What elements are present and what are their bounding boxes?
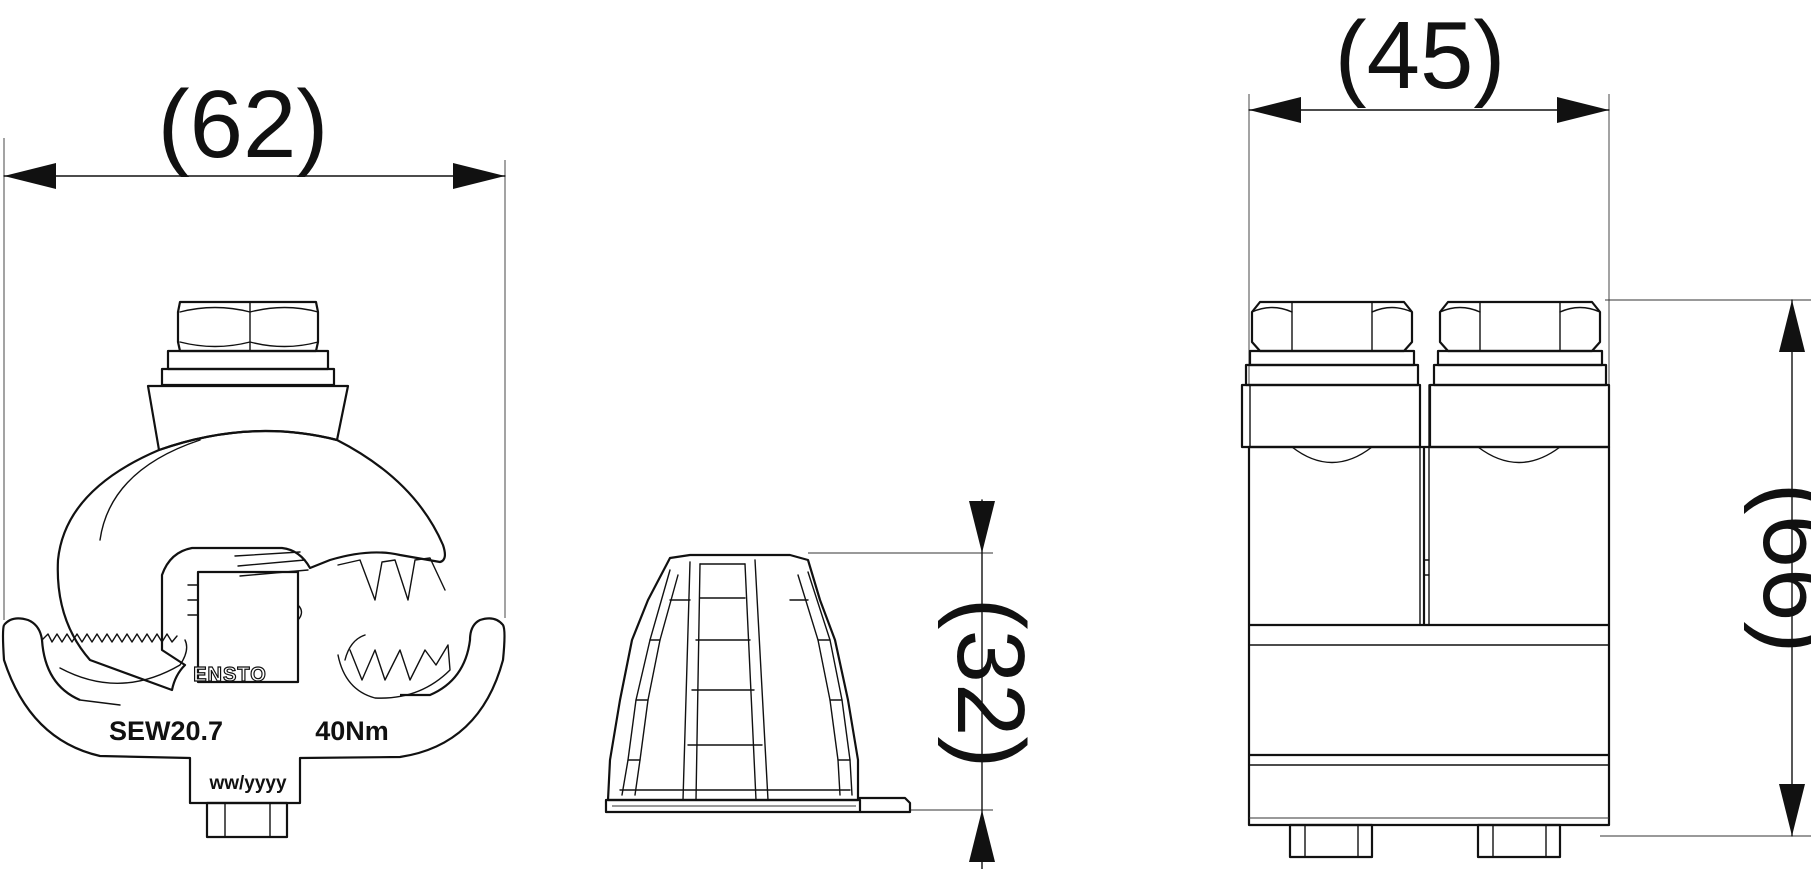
date-code-label: ww/yyyy [208,773,287,794]
teeth-upper [338,558,445,600]
washer-lower [162,369,334,385]
dimension-label-height-end: (66) [1743,483,1811,654]
hex-nut-left [1252,302,1412,351]
c-clamp-body [58,431,445,690]
dimension-label-width-end: (45) [1335,2,1506,109]
brand-label: ENSTO [193,664,267,686]
base-plate [3,618,505,803]
teeth-lower [338,645,450,698]
front-view: (62) [3,71,505,837]
inner-slot [198,572,298,682]
base-tab [858,798,910,812]
dimension-height-end: (66) [1600,300,1811,836]
hex-nut [178,302,318,351]
torque-label: 40Nm [315,716,389,746]
hex-nut-right [1440,302,1600,351]
model-label: SEW20.7 [109,716,223,746]
serrated-jaw [42,634,177,642]
dimension-label-height-side: (32) [937,598,1044,769]
bolt-end [207,803,287,837]
dimension-label-width-front: (62) [158,71,329,178]
washer [168,351,328,369]
bolt-cap [148,386,348,450]
dimension-width-front: (62) [4,71,505,620]
cap-left [1242,385,1420,447]
bolt-end-right [1478,825,1560,857]
dimension-width-end: (45) [1249,2,1609,385]
end-view: (45) (66) [1242,2,1811,857]
base-plate [606,800,860,812]
cap-right [1430,385,1609,447]
bolt-end-left [1290,825,1372,857]
cone-body [608,555,858,800]
dimension-height-side: (32) [808,500,1044,869]
side-view: (32) [606,500,1044,869]
